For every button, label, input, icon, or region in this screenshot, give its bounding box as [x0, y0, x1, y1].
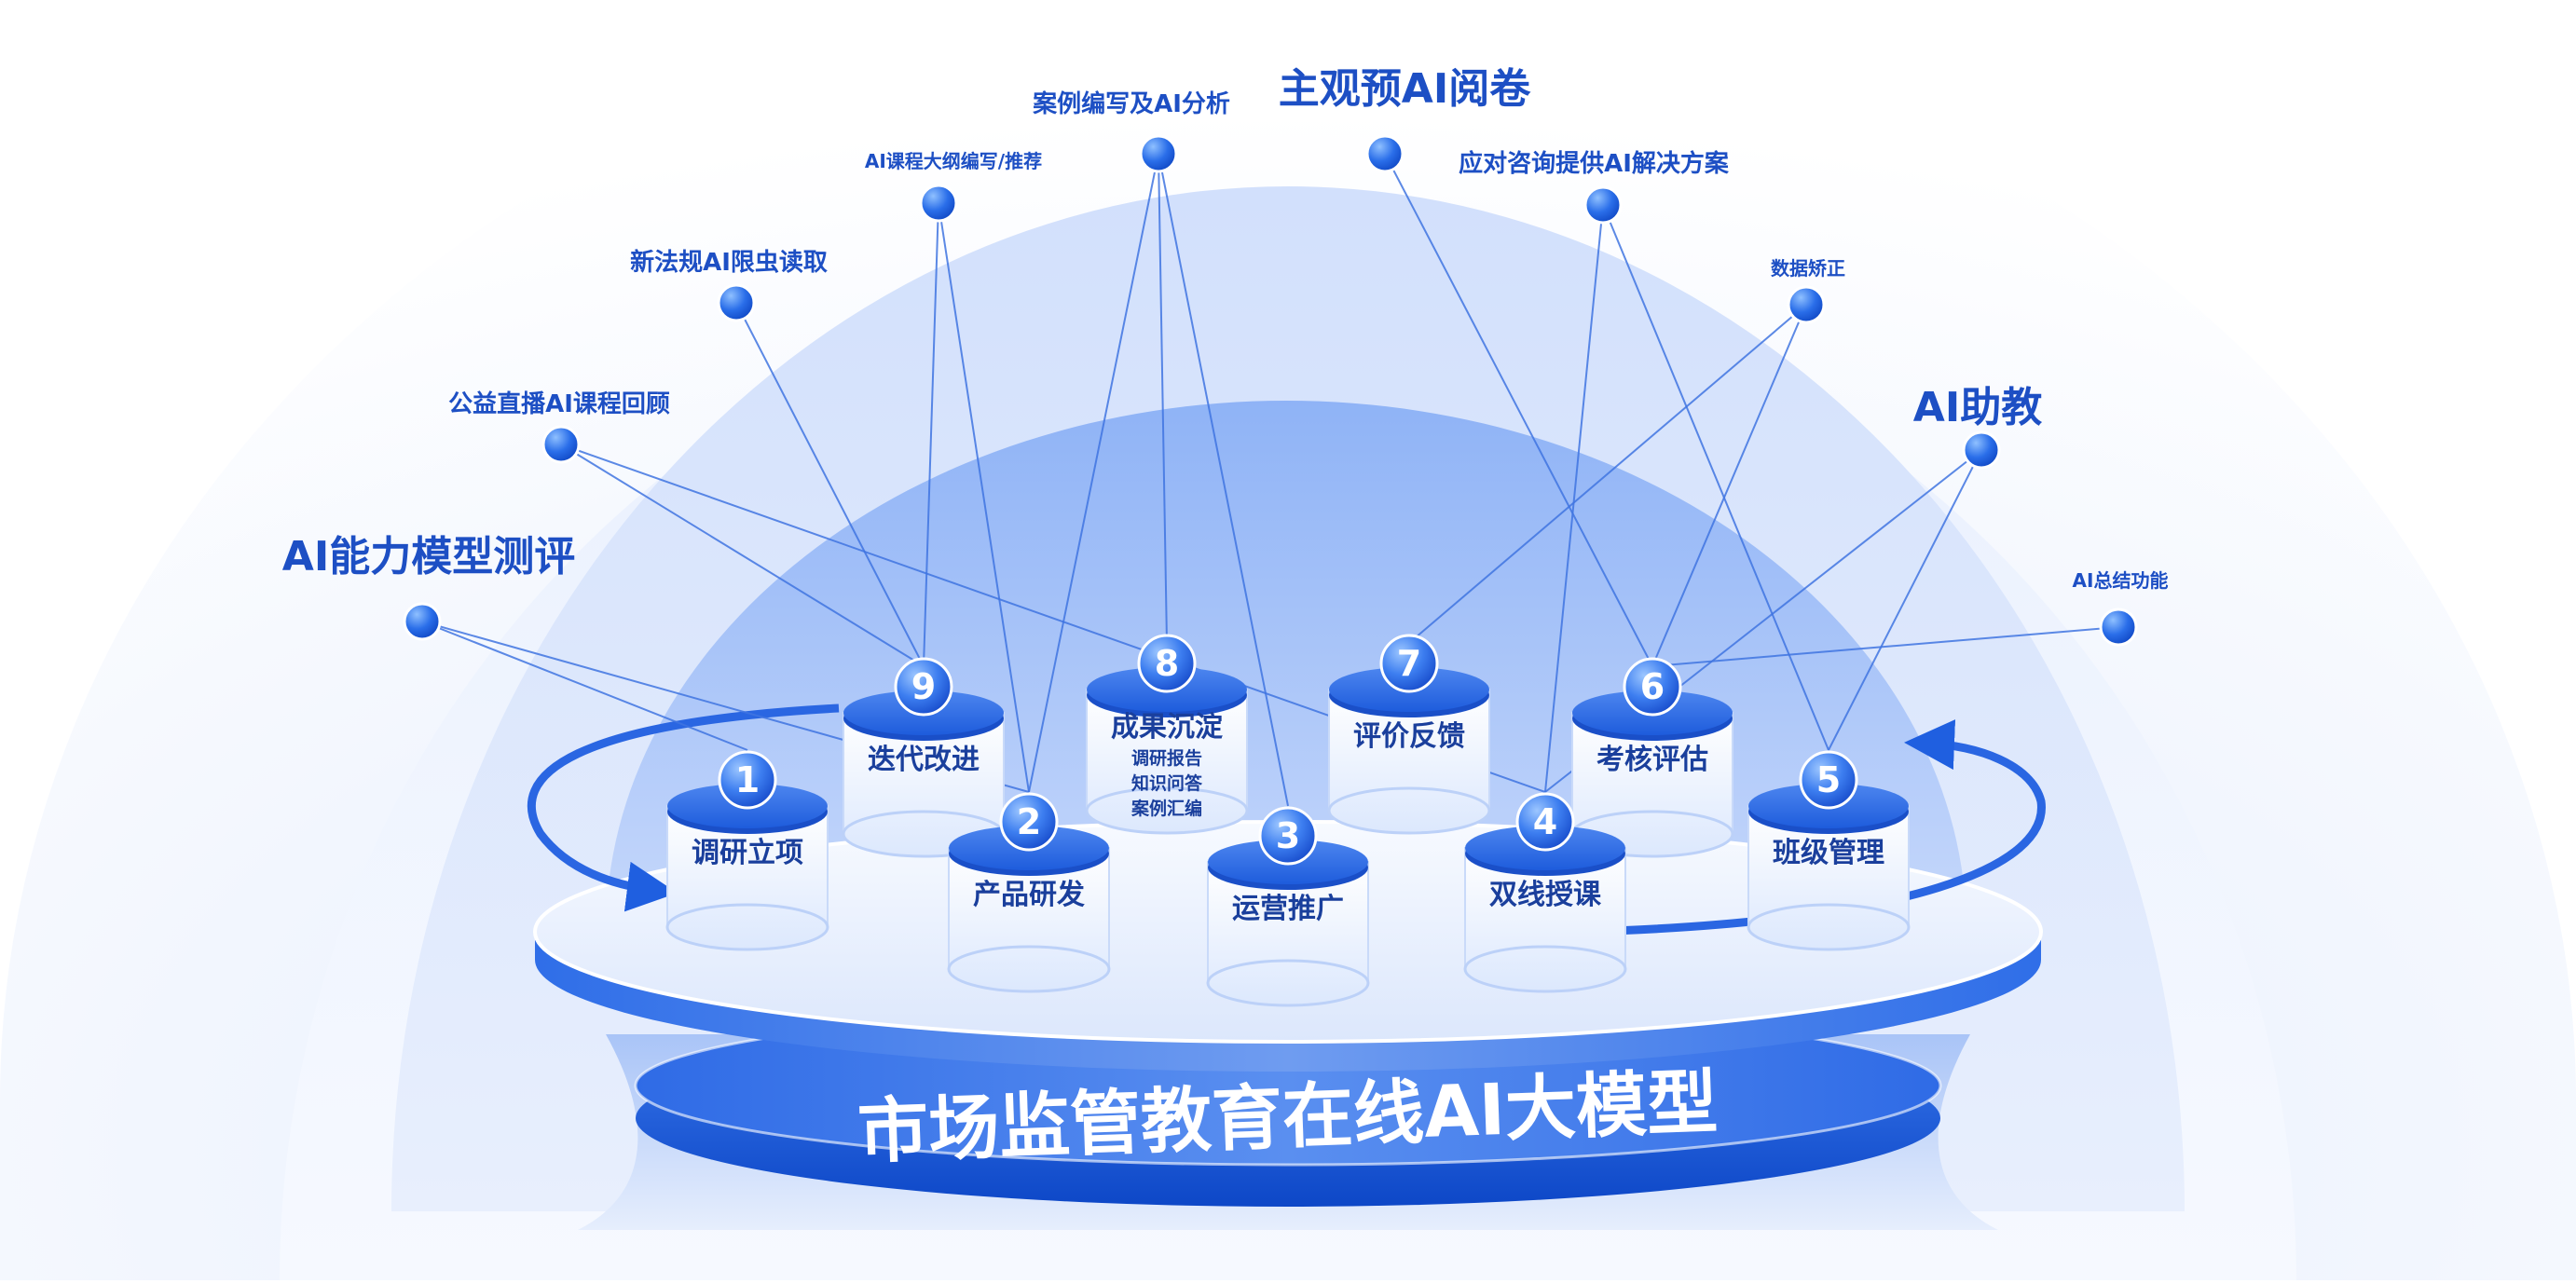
stage-cylinder-6: 6 考核评估 — [1570, 657, 1734, 858]
stage-badge — [1623, 657, 1682, 717]
link-line — [1602, 204, 1829, 751]
feature-node-dot — [1787, 285, 1826, 324]
stage-number: 3 — [1276, 815, 1300, 856]
stage-cylinder-2: 2 产品研发 — [947, 792, 1111, 993]
feature-node-dot — [541, 425, 581, 464]
feature-label: AI助教 — [1913, 384, 2042, 431]
feature-f1: AI能力模型测评 — [282, 533, 575, 641]
link-line — [923, 202, 939, 667]
feature-node-dot — [1962, 430, 2001, 470]
feature-label: 新法规AI限虫读取 — [630, 248, 828, 277]
feature-f10: AI总结功能 — [2073, 569, 2169, 647]
feature-f2: 公益直播AI课程回顾 — [448, 390, 670, 464]
feature-label: 主观预AI阅卷 — [1279, 65, 1531, 113]
stage-number: 8 — [1155, 643, 1179, 684]
feature-f3: 新法规AI限虫读取 — [630, 248, 828, 322]
stage-cylinder-4: 4 双线授课 — [1463, 792, 1627, 993]
stage-badge — [1258, 806, 1318, 866]
stage-label: 班级管理 — [1773, 837, 1884, 869]
features-layer: AI能力模型测评 公益直播AI课程回顾 新法规AI限虫读取 AI课程大纲编写/推荐 案例… — [282, 65, 2169, 647]
stage-number: 1 — [735, 759, 760, 800]
feature-f7: 应对咨询提供AI解决方案 — [1459, 149, 1730, 225]
stage-badge — [894, 657, 953, 717]
feature-label: AI总结功能 — [2073, 569, 2169, 592]
link-line — [938, 202, 1030, 793]
stage-label: 考核评估 — [1596, 744, 1708, 776]
link-line — [1028, 153, 1159, 793]
stage-badge — [999, 792, 1059, 852]
stage-cylinder-1: 1 调研立项 — [665, 750, 829, 951]
stage-cylinder-7: 7 评价反馈 — [1327, 634, 1491, 835]
link-line — [1408, 304, 1807, 644]
stage-badge — [718, 750, 777, 810]
stage-badge — [1137, 634, 1197, 693]
feature-node-dot — [1583, 185, 1623, 225]
link-line — [1651, 626, 2119, 667]
stage-cylinder-9: 9 迭代改进 — [842, 657, 1006, 858]
link-line — [1544, 204, 1604, 793]
pedestal — [533, 820, 2043, 1230]
link-line — [1384, 153, 1653, 667]
feature-f8: 数据矫正 — [1771, 257, 1845, 324]
stage-number: 6 — [1640, 666, 1665, 707]
feature-label: AI课程大纲编写/推荐 — [865, 150, 1042, 172]
stage-label: 迭代改进 — [868, 744, 980, 776]
feature-node-dot — [717, 283, 756, 322]
stage-badge — [1799, 750, 1858, 810]
stage-label: 产品研发 — [973, 879, 1085, 911]
link-line — [560, 444, 925, 667]
feature-node-dot — [2099, 608, 2138, 647]
stage-label: 评价反馈 — [1353, 720, 1465, 753]
link-line — [735, 302, 925, 667]
stage-number: 4 — [1533, 801, 1557, 842]
stage-number: 2 — [1017, 801, 1041, 842]
feature-f5: 案例编写及AI分析 — [1032, 89, 1230, 173]
stage-sub-label: 案例汇编 — [1130, 798, 1202, 819]
stage-number: 7 — [1397, 643, 1421, 684]
stage-number: 9 — [911, 666, 936, 707]
stage-number: 5 — [1816, 759, 1841, 800]
feature-f4: AI课程大纲编写/推荐 — [865, 150, 1042, 223]
stage-badge — [1515, 792, 1575, 852]
feature-f6: 主观预AI阅卷 — [1279, 65, 1531, 173]
feature-label: 应对咨询提供AI解决方案 — [1459, 149, 1730, 178]
stage-label: 运营推广 — [1232, 893, 1344, 925]
feature-node-dot — [403, 602, 442, 641]
link-line — [1158, 153, 1168, 644]
stage-label: 成果沉淀 — [1111, 711, 1223, 744]
link-line — [421, 621, 748, 751]
link-line — [1828, 449, 1982, 751]
stage-label: 双线授课 — [1489, 879, 1602, 911]
link-line — [1158, 153, 1289, 807]
stage-sub-label: 调研报告 — [1131, 747, 1202, 769]
link-line — [1651, 304, 1807, 667]
feature-label: AI能力模型测评 — [282, 533, 575, 581]
stage-label: 调研立项 — [692, 837, 803, 869]
feature-f9: AI助教 — [1913, 384, 2042, 470]
feature-node-dot — [919, 184, 958, 223]
feature-label: 公益直播AI课程回顾 — [448, 390, 670, 418]
stage-cylinder-3: 3 运营推广 — [1206, 806, 1370, 1007]
stage-sub-label: 知识问答 — [1131, 772, 1203, 794]
stage-badge — [1379, 634, 1439, 693]
feature-label: 案例编写及AI分析 — [1032, 89, 1230, 118]
feature-node-dot — [1139, 134, 1178, 173]
feature-label: 数据矫正 — [1771, 257, 1845, 280]
stage-cylinder-5: 5 班级管理 — [1747, 750, 1911, 951]
feature-node-dot — [1365, 134, 1404, 173]
